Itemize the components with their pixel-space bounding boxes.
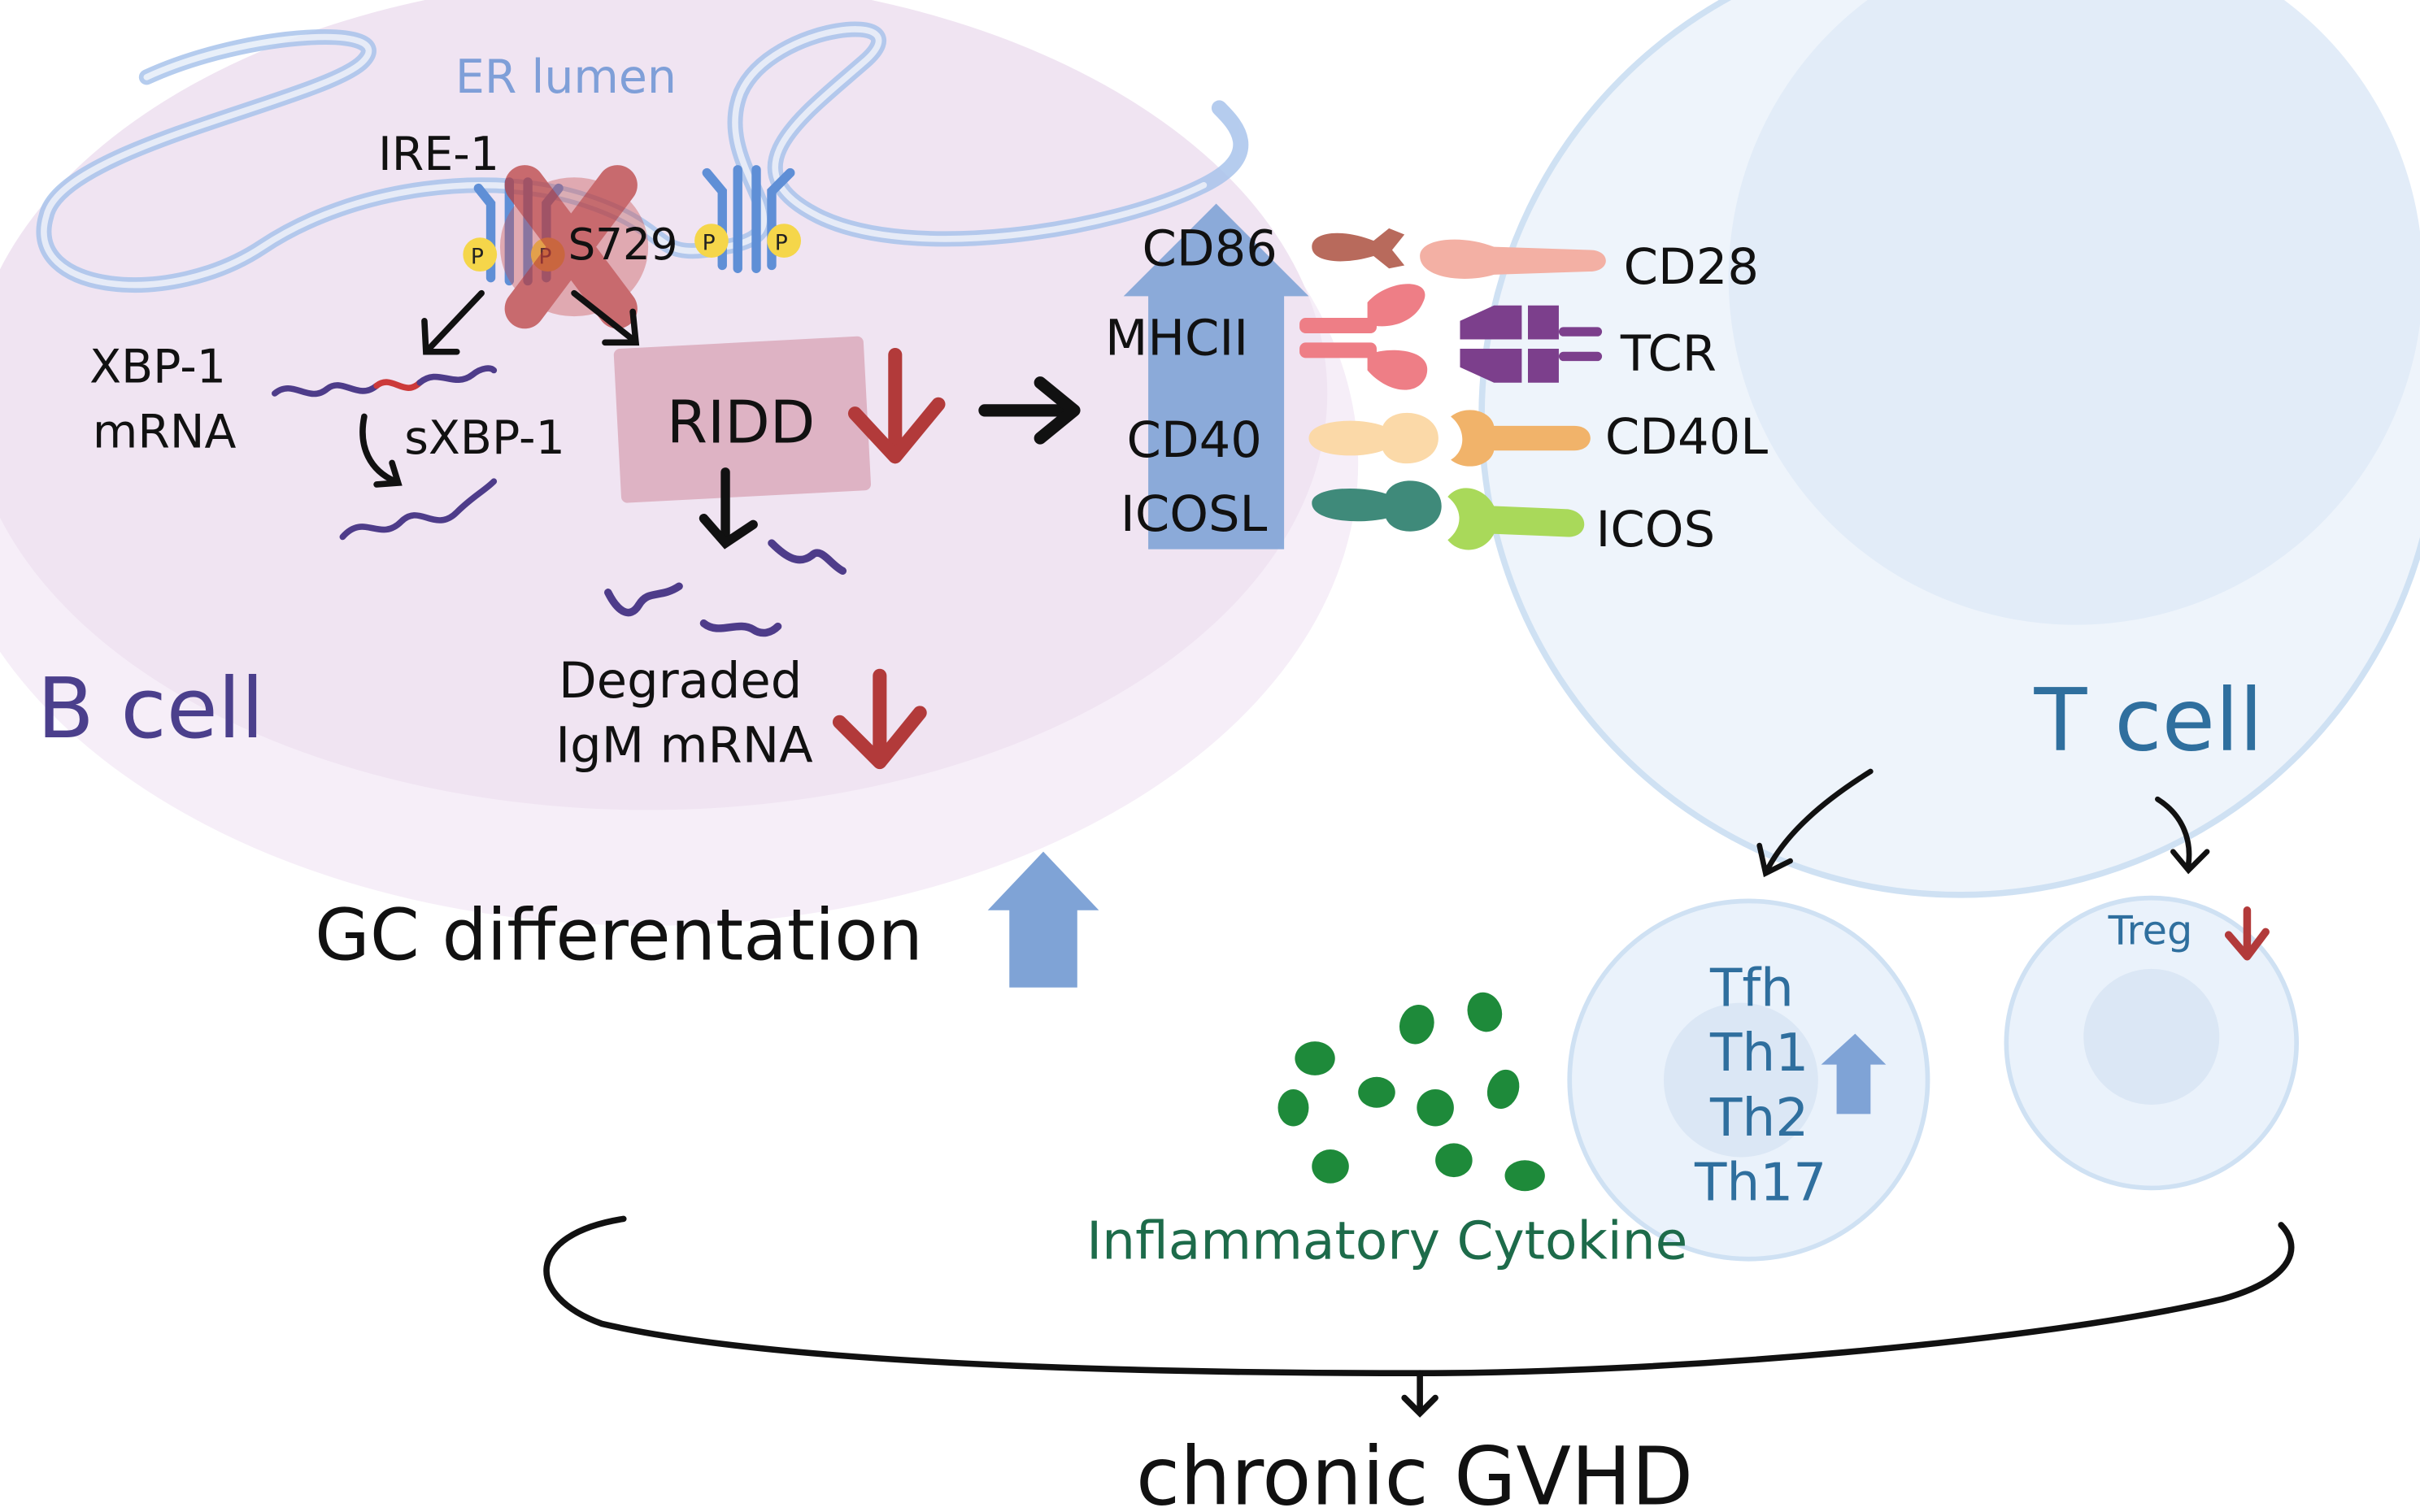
inflammatory-cytokine-dots <box>1277 992 1545 1192</box>
ridd-label: RIDD <box>667 389 815 458</box>
icosl-label: ICOSL <box>1121 486 1268 543</box>
icos-label: ICOS <box>1595 502 1715 558</box>
degraded-down-arrow <box>832 668 927 770</box>
inflammatory-cytokine-label: Inflammatory Cytokine <box>1086 1211 1687 1272</box>
sxbp1-mrna-strand <box>339 478 498 541</box>
cd86-molecule <box>1312 228 1405 269</box>
degraded-label-line1: Degraded <box>559 653 802 710</box>
t-cell-label: T cell <box>2034 670 2264 771</box>
chronic-gvhd-label: chronic GVHD <box>1136 1431 1693 1512</box>
xbp1-label-line1: XBP-1 <box>89 341 226 394</box>
degraded-mrna-fragments <box>604 539 847 637</box>
gc-up-arrow <box>987 851 1099 988</box>
cd40l-label: CD40L <box>1605 409 1768 466</box>
svg-text:P: P <box>471 245 484 270</box>
arrow-splicing <box>359 413 403 488</box>
tfh-label: Tfh <box>1709 958 1794 1019</box>
ire1-label: IRE-1 <box>378 128 499 181</box>
arrow-to-degraded <box>699 467 758 550</box>
summary-bracket <box>543 1215 2295 1376</box>
degraded-label-line2: IgM mRNA <box>555 718 813 775</box>
cd40-label: CD40 <box>1127 412 1262 469</box>
b-cell-label: B cell <box>37 661 264 758</box>
th-up-arrow <box>1821 1033 1887 1114</box>
arrow-t-to-treg <box>2155 796 2210 875</box>
ridd-box <box>613 336 872 503</box>
phospho-marks-right: P P <box>694 224 802 258</box>
treg-down-arrow <box>2224 906 2270 961</box>
th2-label: Th2 <box>1709 1088 1808 1149</box>
ridd-down-arrow <box>847 347 946 464</box>
mhcii-label: MHCII <box>1105 311 1248 367</box>
arrow-to-ridd <box>571 289 640 346</box>
gc-differentiation-label: GC differentation <box>315 894 923 977</box>
arrow-t-to-th <box>1756 768 1874 878</box>
treg-label: Treg <box>2108 907 2193 954</box>
icos-molecule <box>1447 488 1585 550</box>
xbp1-label-line2: mRNA <box>93 405 237 458</box>
xbp1-mrna-strand <box>272 365 498 398</box>
arrow-ridd-to-receptors <box>978 376 1081 445</box>
receptor-upregulation-arrow <box>1123 203 1309 550</box>
t-helper-cell <box>1567 898 1930 1262</box>
arrow-to-gvhd <box>1401 1370 1439 1418</box>
tcr-molecule <box>1460 305 1603 383</box>
cd28-molecule <box>1420 239 1606 279</box>
svg-text:P: P <box>703 230 716 255</box>
sxbp1-label: sXBP-1 <box>404 411 565 465</box>
svg-text:P: P <box>775 230 788 255</box>
tcr-label: TCR <box>1620 326 1717 383</box>
cd86-label: CD86 <box>1142 220 1277 277</box>
er-lumen-label: ER lumen <box>455 50 677 104</box>
th17-label: Th17 <box>1694 1153 1826 1214</box>
cd40-molecule <box>1308 412 1439 464</box>
mhcii-molecule <box>1299 284 1428 390</box>
cd40l-molecule <box>1451 410 1591 467</box>
treg-cell <box>2004 895 2300 1191</box>
inhibition-cross-mark <box>499 165 649 329</box>
cd28-label: CD28 <box>1624 239 1759 296</box>
th1-label: Th1 <box>1709 1023 1808 1084</box>
s729-label: S729 <box>568 219 677 270</box>
arrow-to-xbp1 <box>421 289 485 355</box>
icosl-molecule <box>1312 480 1442 532</box>
